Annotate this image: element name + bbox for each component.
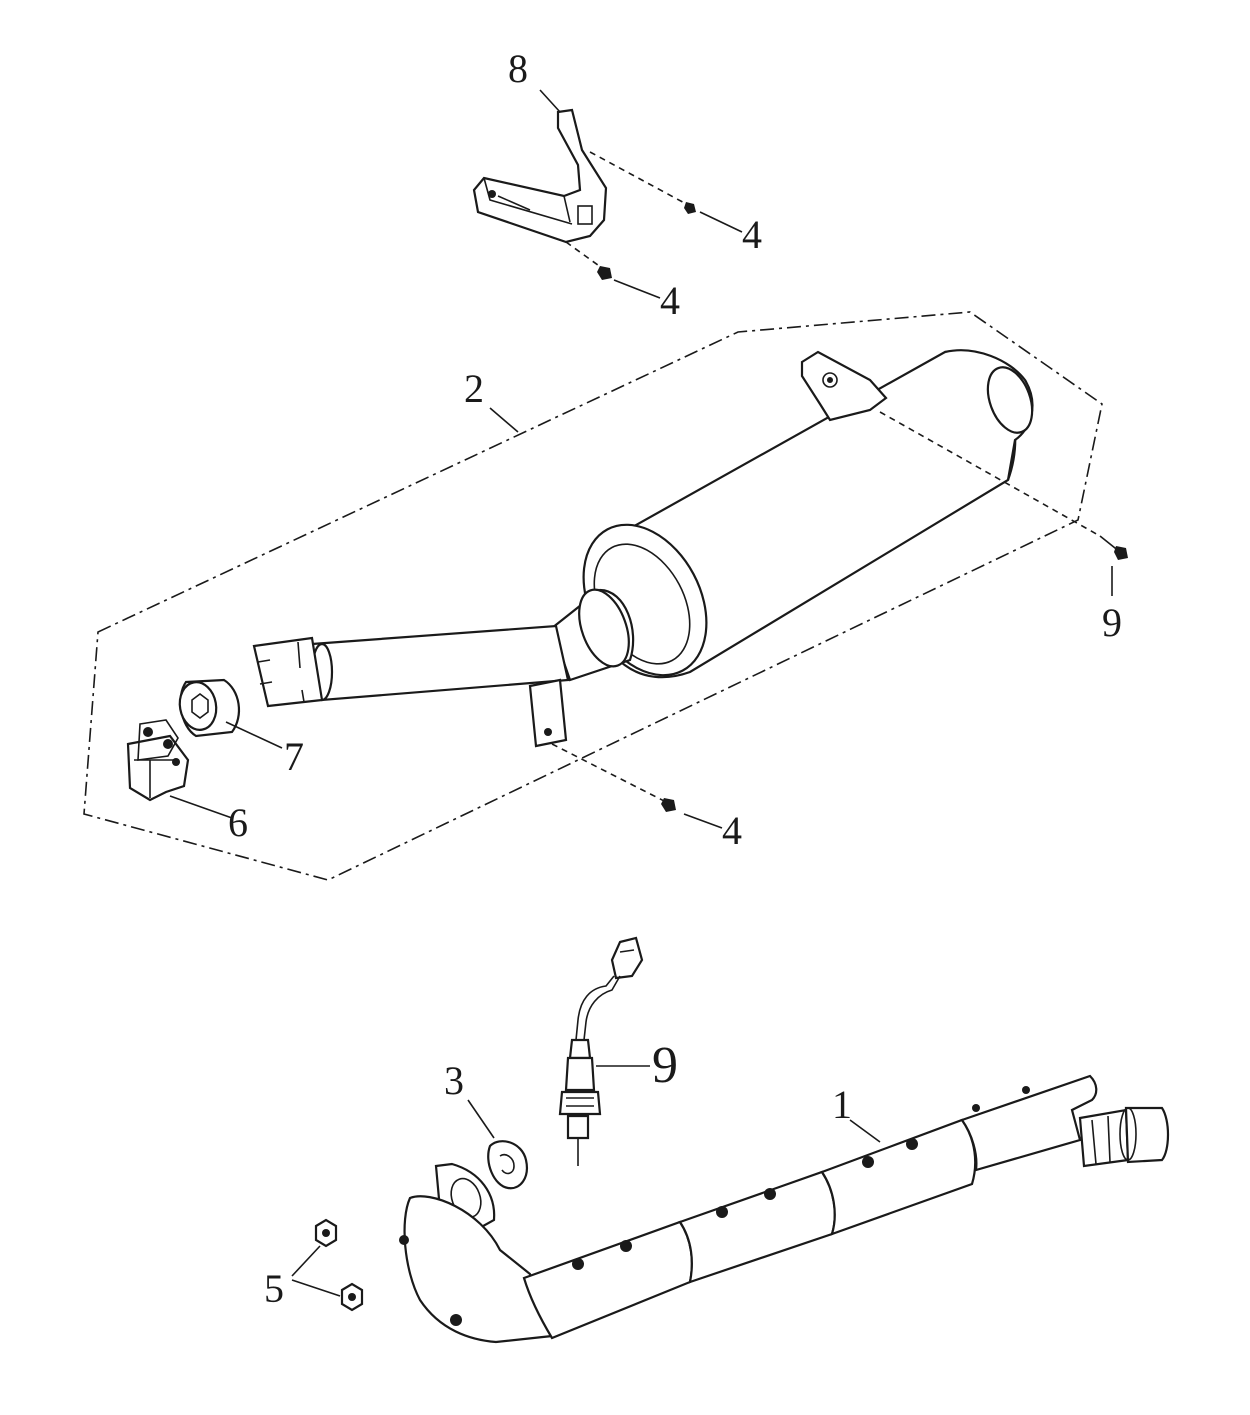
leader-5 bbox=[291, 1245, 341, 1297]
callout-7: 7 bbox=[284, 734, 304, 779]
nut-part-5-lower bbox=[340, 1282, 364, 1312]
clamp-part-6 bbox=[126, 719, 190, 802]
bolt-4-mid bbox=[661, 798, 676, 812]
leader-3 bbox=[467, 1099, 495, 1139]
leader-4-top-b-b bbox=[613, 279, 661, 299]
leader-4-mid-b bbox=[683, 813, 723, 829]
leader-4-mid bbox=[551, 743, 671, 805]
leader-8 bbox=[539, 89, 561, 113]
leader-4-top-a-b bbox=[699, 211, 743, 233]
oxygen-sensor-part-9 bbox=[558, 936, 644, 1166]
gasket-part-7 bbox=[178, 678, 240, 738]
bolt-9-right bbox=[1099, 535, 1128, 560]
leader-4-top-b bbox=[565, 241, 603, 269]
nut-part-5-upper bbox=[314, 1218, 338, 1248]
callout-3: 3 bbox=[444, 1058, 464, 1103]
callout-4-top-a: 4 bbox=[742, 212, 762, 257]
leader-6 bbox=[169, 795, 233, 819]
callout-9-right: 9 bbox=[1102, 600, 1122, 645]
gasket-ring-part-3 bbox=[487, 1140, 528, 1190]
leader-7 bbox=[225, 721, 283, 749]
callout-8: 8 bbox=[508, 46, 528, 91]
callout-6: 6 bbox=[228, 800, 248, 845]
assembly-outline-2 bbox=[83, 311, 1103, 881]
callout-1: 1 bbox=[832, 1082, 852, 1127]
header-pipe-part-1 bbox=[399, 1074, 1170, 1344]
leader-1 bbox=[849, 1119, 881, 1143]
callout-2: 2 bbox=[464, 366, 484, 411]
callout-4-top-b: 4 bbox=[660, 278, 680, 323]
callout-9-sensor: 9 bbox=[652, 1037, 678, 1094]
callout-5: 5 bbox=[264, 1266, 284, 1311]
bolt-4-top-a bbox=[684, 202, 696, 214]
leader-9-right bbox=[879, 411, 1101, 537]
muffler-part-2 bbox=[252, 349, 1034, 748]
callout-4-mid: 4 bbox=[722, 808, 742, 853]
bracket-part-8 bbox=[472, 108, 608, 244]
leader-4-top-a bbox=[589, 151, 691, 207]
leader-2 bbox=[489, 407, 519, 433]
bolt-4-top-b bbox=[597, 266, 612, 280]
